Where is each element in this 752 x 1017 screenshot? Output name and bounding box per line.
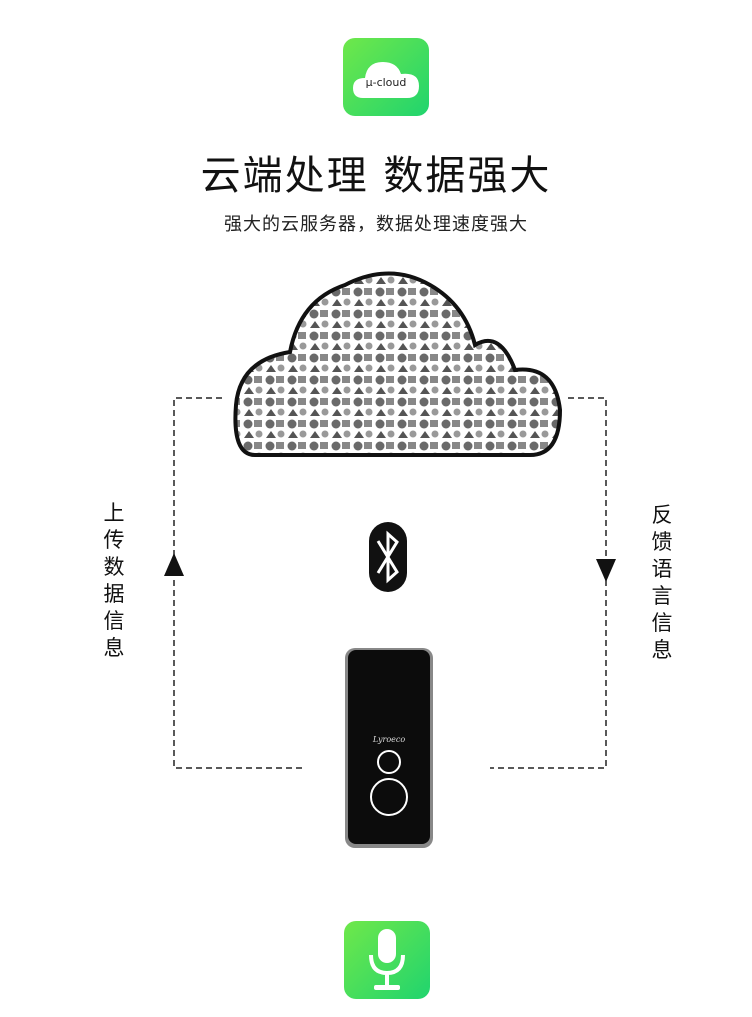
headline: 云端处理 数据强大	[200, 153, 552, 199]
svg-text:Lyroeco: Lyroeco	[372, 735, 406, 744]
arrow-down-icon	[596, 559, 616, 582]
arrow-up-icon	[164, 553, 184, 576]
translator-device: Lyroeco	[345, 648, 433, 848]
subheadline: 强大的云服务器，数据处理速度强大	[224, 214, 528, 235]
cloud-graphic	[233, 271, 563, 457]
feedback-language-label: 反馈语言信息	[651, 503, 673, 662]
upload-data-label: 上传数据信息	[103, 501, 125, 660]
microphone-icon	[369, 929, 405, 990]
cloud-icon-label: μ-cloud	[365, 76, 407, 89]
bluetooth-icon	[369, 522, 407, 592]
cloud-app-icon: μ-cloud	[343, 38, 429, 116]
microphone-app-icon	[344, 921, 430, 999]
